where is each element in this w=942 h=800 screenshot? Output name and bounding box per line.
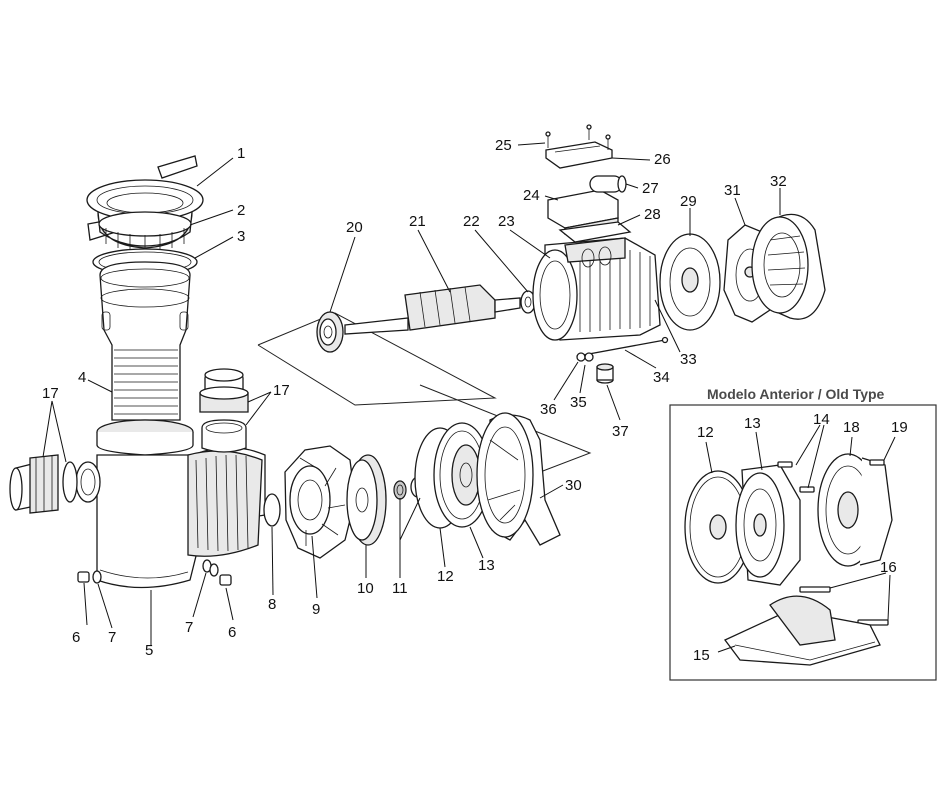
callout-7-left: 7: [108, 629, 116, 646]
callout-8: 8: [268, 596, 276, 613]
inset-screws: [777, 461, 815, 493]
leader-lines: [42, 142, 781, 645]
tie-rod: [577, 336, 669, 357]
callout-32: 32: [770, 173, 787, 190]
lid-screws: [545, 124, 611, 150]
inset-callout-16: 16: [880, 559, 897, 576]
callout-7-right: 7: [185, 619, 193, 636]
callout-34: 34: [653, 369, 670, 386]
callout-24: 24: [523, 187, 540, 204]
callout-4: 4: [78, 369, 86, 386]
callout-3: 3: [237, 228, 245, 245]
front-bearing: [316, 311, 344, 353]
callout-33: 33: [680, 351, 697, 368]
callout-20: 20: [346, 219, 363, 236]
inset-callout-14: 14: [813, 411, 830, 428]
inset-screw-19: [869, 459, 885, 466]
inset-callout-18: 18: [843, 419, 860, 436]
old-type-inset: Modelo Anterior / Old Type: [669, 386, 937, 681]
washer-nut: [576, 352, 594, 362]
inset-bolts: [799, 586, 889, 626]
callout-17-top: 17: [273, 382, 290, 399]
callout-6-left: 6: [72, 629, 80, 646]
callout-21: 21: [409, 213, 426, 230]
callout-17-left: 17: [42, 385, 59, 402]
inset-base-foot: [723, 595, 881, 666]
callout-10: 10: [357, 580, 374, 597]
callout-31: 31: [724, 182, 741, 199]
callout-12: 12: [437, 568, 454, 585]
diffuser: [284, 445, 356, 559]
impeller: [346, 454, 387, 546]
callout-23: 23: [498, 213, 515, 230]
terminal-gasket: [558, 221, 632, 243]
callout-9: 9: [312, 601, 320, 618]
motor-bracket: [476, 412, 561, 546]
inset-seal-plate: [735, 464, 801, 586]
drain-plug-left: [77, 570, 102, 584]
callout-1: 1: [237, 145, 245, 162]
terminal-box-lid: [545, 141, 613, 169]
callout-labels: 1 2 3 4 5 6 6 7 7 8 9 10 11 12 13 17 17 …: [42, 137, 787, 659]
rubber-foot: [596, 363, 614, 384]
callout-6-right: 6: [228, 624, 236, 641]
callout-5: 5: [145, 642, 153, 659]
pump-body: [96, 419, 266, 589]
callout-30: 30: [565, 477, 582, 494]
union-left: [9, 454, 78, 514]
callout-35: 35: [570, 394, 587, 411]
callout-37: 37: [612, 423, 629, 440]
callout-22: 22: [463, 213, 480, 230]
callout-28: 28: [644, 206, 661, 223]
rear-end-cover: [659, 233, 721, 331]
callout-25: 25: [495, 137, 512, 154]
inset-callout-12: 12: [697, 424, 714, 441]
drain-plug-right: [202, 559, 232, 586]
callout-26: 26: [654, 151, 671, 168]
strainer-basket: [99, 261, 191, 421]
callout-27: 27: [642, 180, 659, 197]
callout-13: 13: [478, 557, 495, 574]
inset-title: Modelo Anterior / Old Type: [707, 386, 885, 402]
capacitor: [589, 175, 627, 193]
callout-36: 36: [540, 401, 557, 418]
inset-callout-15: 15: [693, 647, 710, 664]
seal-plate: [433, 422, 491, 528]
fan-cover: [751, 213, 826, 320]
inset-callout-19: 19: [891, 419, 908, 436]
inset-bracket: [817, 453, 893, 567]
rotor-shaft: [344, 284, 521, 335]
inset-callout-13: 13: [744, 415, 761, 432]
strainer-lid: [97, 211, 193, 251]
assembly-plane-upper: [257, 312, 497, 406]
union-top: [199, 368, 249, 453]
callout-2: 2: [237, 202, 245, 219]
callout-11: 11: [392, 580, 408, 597]
side-inlet: [75, 461, 101, 503]
motor-housing: [532, 237, 661, 341]
callout-29: 29: [680, 193, 697, 210]
seal-oring: [263, 493, 281, 527]
